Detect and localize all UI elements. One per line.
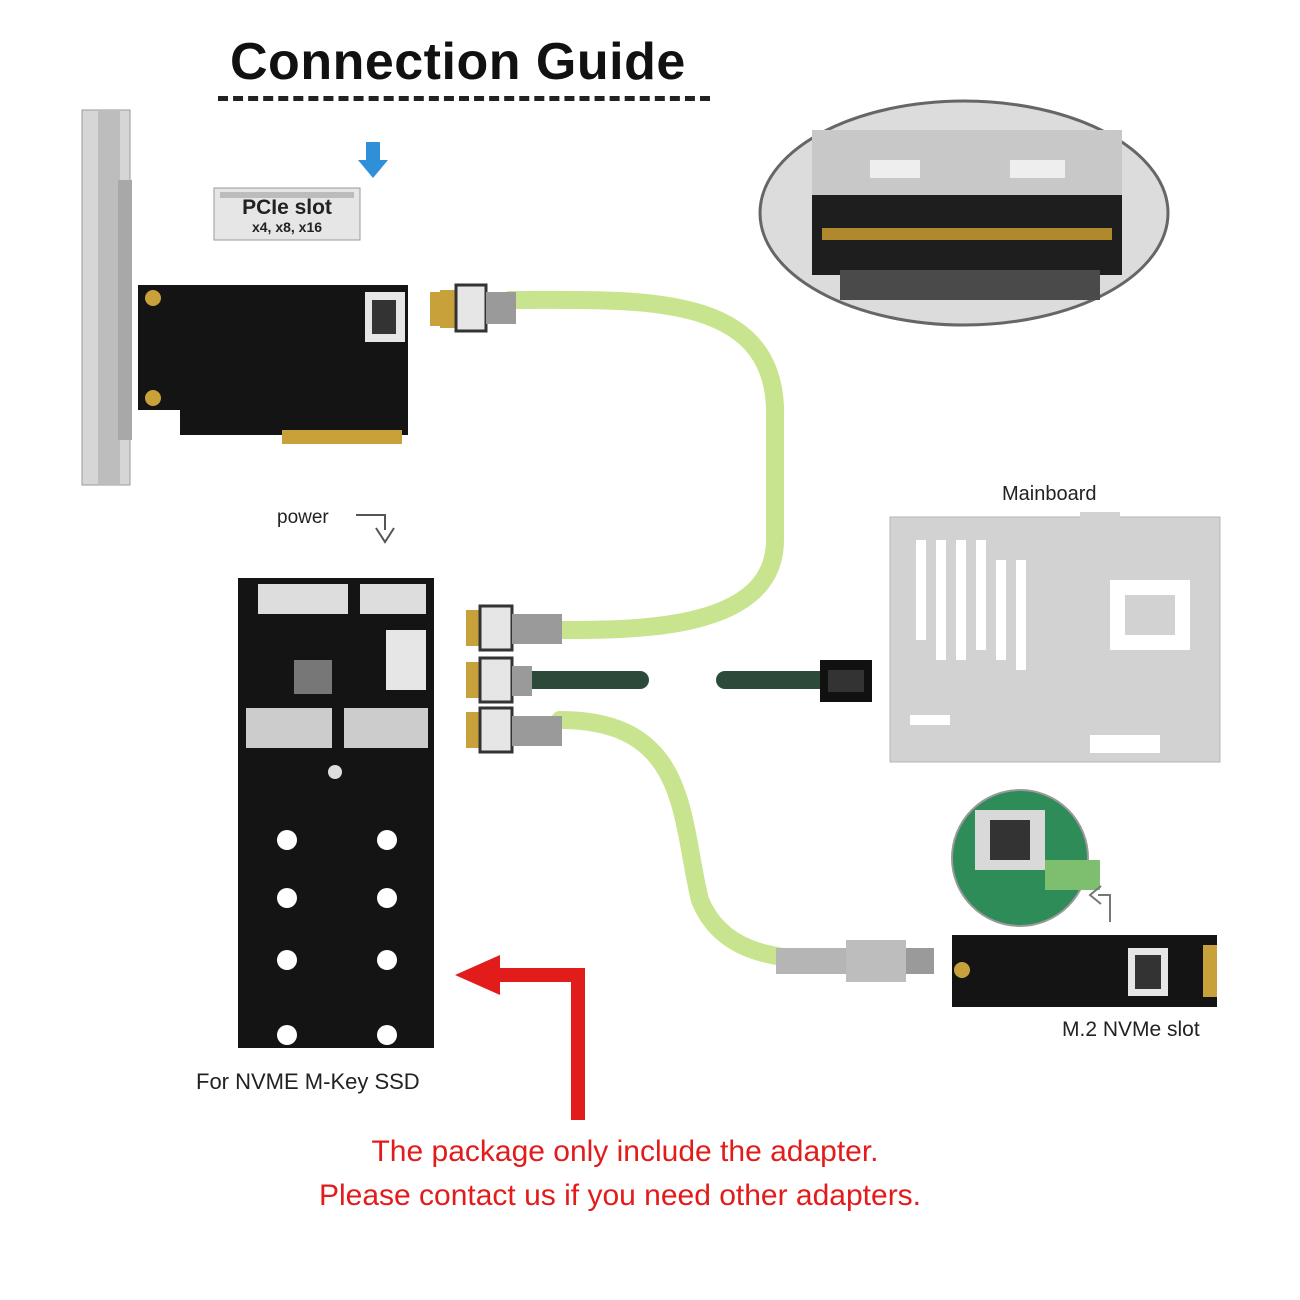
package-note-line2: Please contact us if you need other adap… — [318, 1179, 922, 1212]
pcie-slot — [213, 187, 361, 241]
pcie-slot-title: PCIe slot — [242, 196, 332, 219]
mainboard-label: Mainboard — [1002, 483, 1097, 505]
pcie-adapter-card — [138, 285, 444, 444]
gray-up-arrow-icon — [1088, 885, 1111, 922]
pcie-bracket — [81, 109, 132, 486]
green-cables — [501, 290, 839, 969]
page-title: Connection Guide — [230, 33, 686, 91]
mainboard — [889, 512, 1221, 763]
pcie-slot-label: PCIe slot x4, x8, x16 — [214, 190, 360, 240]
red-arrow-icon — [455, 955, 585, 1120]
nvme-ssd-label: For NVME M-Key SSD — [196, 1069, 420, 1094]
m2-slot-label: M.2 NVMe slot — [1062, 1018, 1200, 1041]
m2-connector-closeup — [951, 789, 1100, 927]
power-arrow-icon — [356, 514, 395, 544]
blue-down-arrow-icon — [358, 142, 388, 178]
package-note-line1: The package only include the adapter. — [371, 1135, 879, 1168]
m2-adapter-board — [238, 578, 434, 1048]
package-note: The package only include the adapter. Pl… — [0, 1130, 1300, 1218]
m2-slot-card — [952, 935, 1217, 1007]
connector-closeup — [758, 99, 1170, 327]
pcie-slot-widths: x4, x8, x16 — [251, 219, 323, 235]
power-label: power — [277, 507, 329, 528]
title-underline — [218, 96, 710, 101]
cable-connectors — [440, 283, 934, 982]
